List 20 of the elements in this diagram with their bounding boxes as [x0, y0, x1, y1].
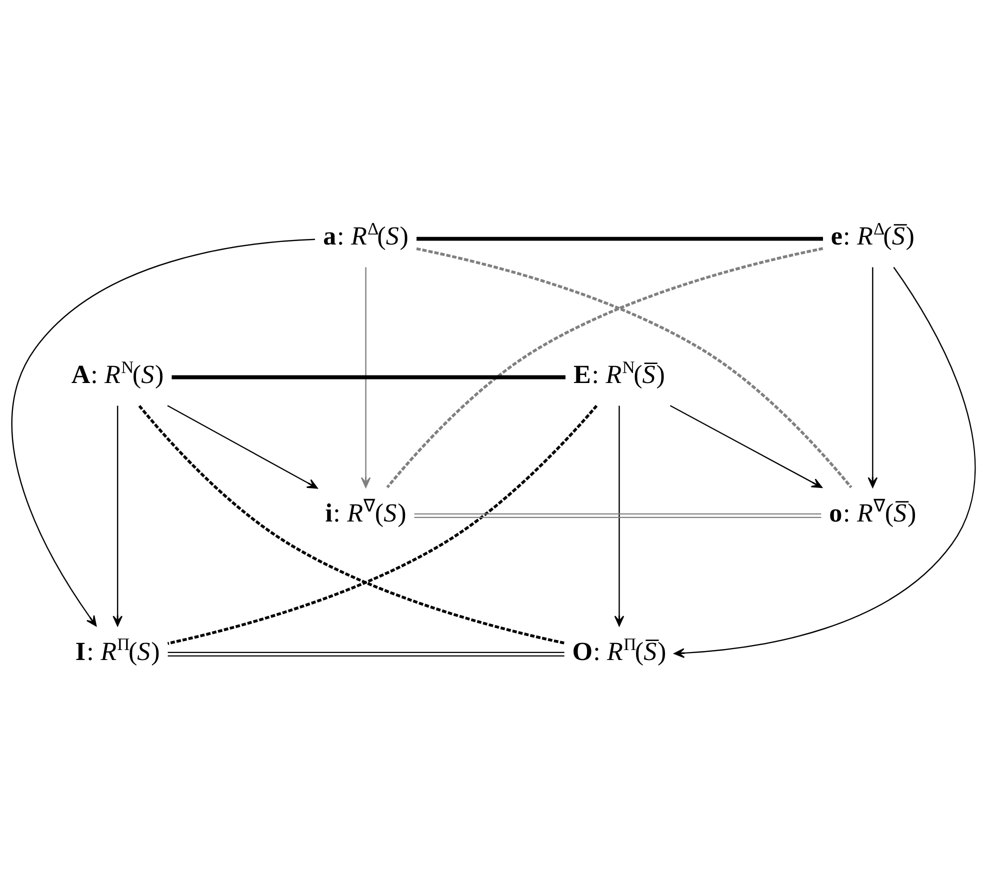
arrow — [614, 406, 624, 626]
arrow — [674, 266, 976, 658]
node-text: a: R$^{Δ}$(S) — [323, 218, 408, 250]
node-text: E: R$^{N}$(S̅) — [574, 356, 665, 389]
node-text: O: R$^{Π}$(S̅) — [572, 634, 666, 666]
arrow — [167, 405, 318, 489]
connector — [416, 236, 823, 241]
node-text: e: R$^{Δ}$(S̅) — [830, 218, 914, 250]
arrow — [670, 405, 822, 488]
arrow — [360, 267, 371, 488]
arrow — [112, 406, 122, 626]
arrow — [12, 238, 316, 626]
connector — [172, 375, 566, 380]
node-text: o: R$^{∇}$(S̅) — [829, 495, 916, 528]
arrow — [868, 267, 878, 488]
node-text: A: R$^{N}$(S) — [71, 356, 164, 389]
connector — [414, 513, 822, 518]
node-text: I: R$^{Π}$(S) — [75, 634, 160, 666]
connector — [168, 652, 564, 657]
node-text: i: R$^{∇}$(S) — [325, 495, 406, 528]
